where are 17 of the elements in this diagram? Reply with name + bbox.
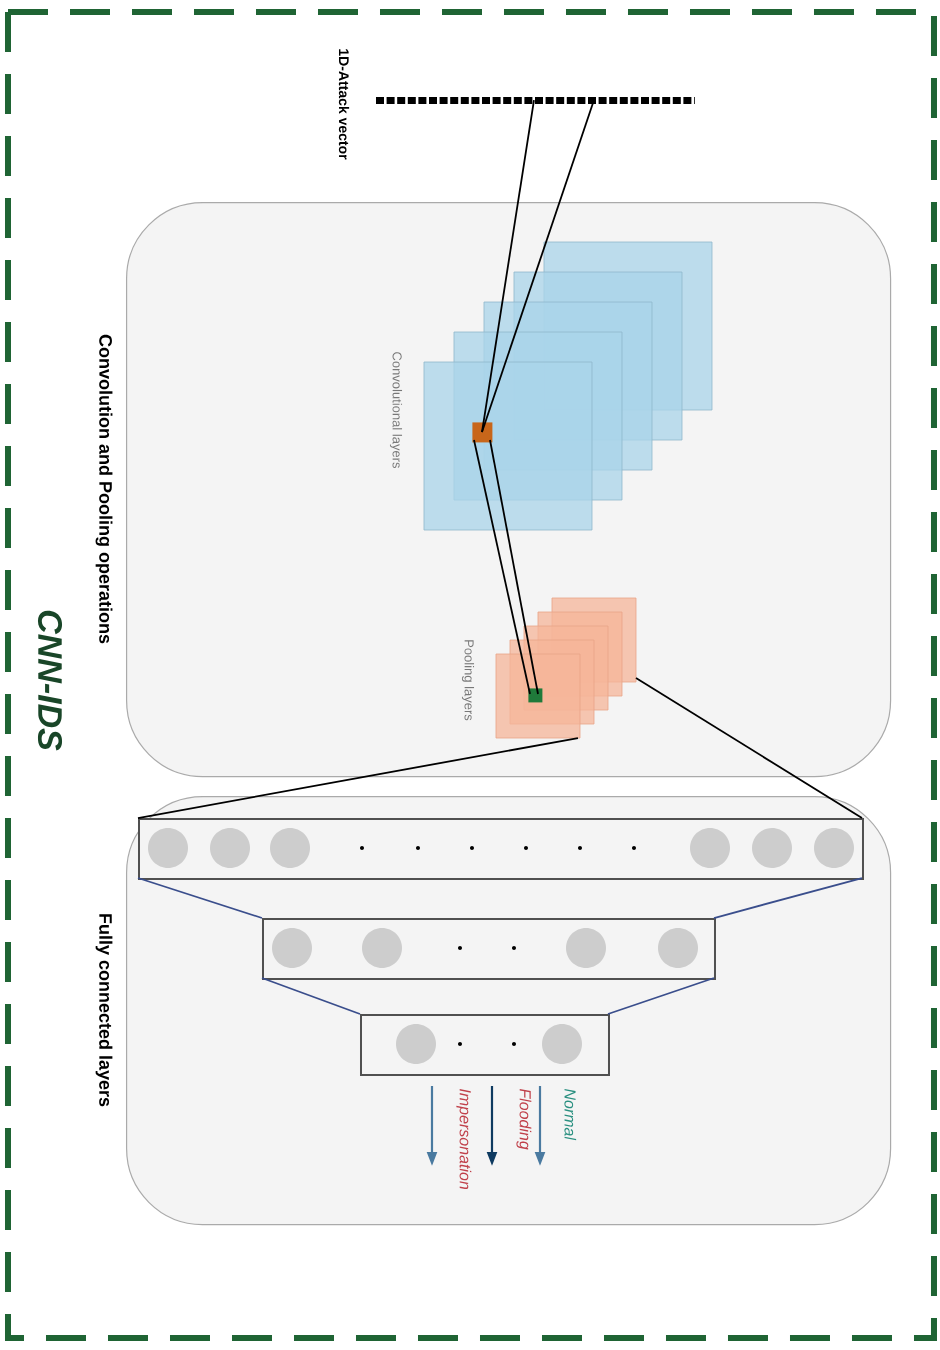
neuron-layer bbox=[262, 918, 716, 980]
edge-label: Flooding bbox=[516, 1088, 532, 1150]
connector-line bbox=[713, 877, 863, 919]
panel-heading: Convolution and Pooling operations bbox=[95, 334, 113, 644]
kernel-square bbox=[472, 422, 493, 443]
neuron-layer bbox=[138, 818, 864, 880]
connector-line bbox=[489, 439, 539, 695]
connector-line bbox=[481, 99, 535, 433]
edge-label: Normal bbox=[564, 1088, 577, 1141]
diagram-title: CNN-IDS bbox=[37, 610, 63, 751]
connector-line bbox=[635, 677, 863, 819]
edge-label: Impersonation bbox=[456, 1089, 472, 1190]
connector-line bbox=[473, 439, 531, 695]
connector-line bbox=[607, 977, 715, 1015]
panel-heading: Fully connected layers bbox=[95, 914, 113, 1107]
neuron-layer bbox=[360, 1014, 610, 1076]
connector-line bbox=[261, 977, 361, 1015]
